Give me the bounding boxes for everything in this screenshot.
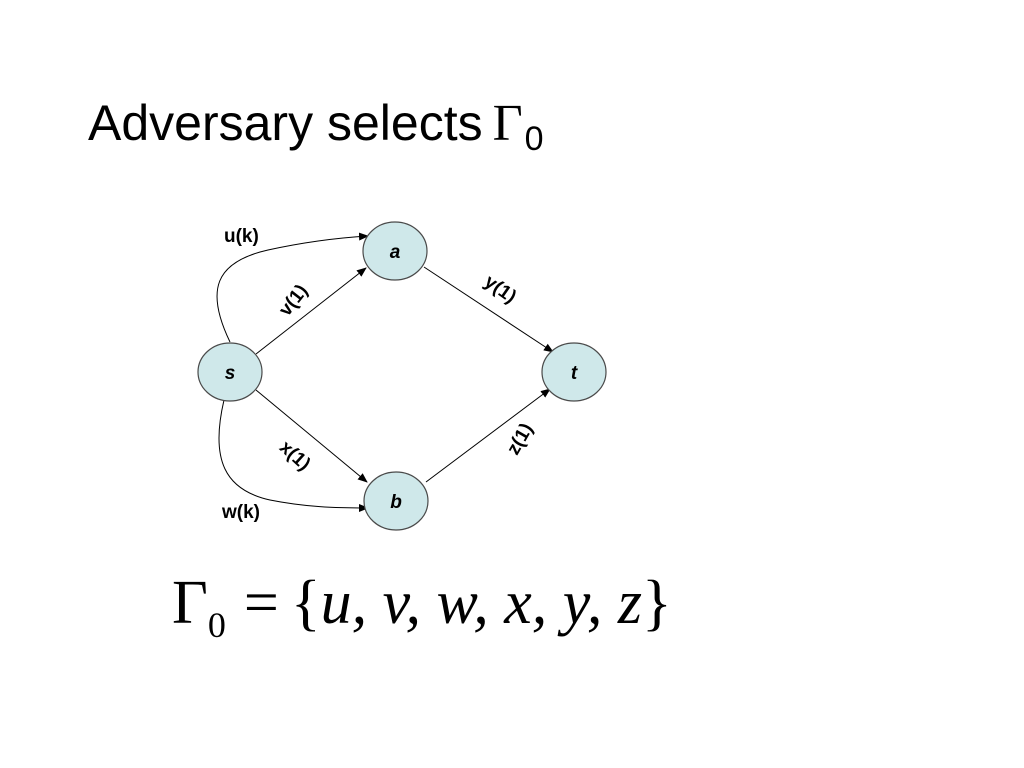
edge-u <box>216 232 369 343</box>
edge-z <box>425 388 551 483</box>
node-a-label: a <box>390 242 401 263</box>
slide-title-text: Adversary selects <box>88 95 483 151</box>
edge-label-x: x(1) <box>275 437 314 475</box>
formula-subscript: 0 <box>207 605 226 645</box>
edge-y <box>423 266 554 353</box>
gamma-set-formula: Γ0 ={u, v, w, x, y, z} <box>172 569 672 643</box>
edge-x <box>255 389 368 483</box>
node-s: s <box>197 342 263 402</box>
node-a: a <box>362 221 428 281</box>
edge-w <box>218 399 369 512</box>
node-t-label: t <box>571 363 578 384</box>
formula-set-contents: u, v, w, x, y, z <box>320 569 642 637</box>
node-t: t <box>541 342 607 402</box>
node-b-label: b <box>390 492 402 513</box>
formula-open-brace: { <box>290 569 321 637</box>
edge-label-w: w(k) <box>221 502 260 523</box>
node-b: b <box>363 471 429 531</box>
node-s-label: s <box>225 363 236 384</box>
edge-v <box>255 267 367 355</box>
title-subscript: 0 <box>524 120 544 158</box>
formula-close-brace: } <box>642 569 672 637</box>
edge-label-u: u(k) <box>224 226 259 247</box>
title-gamma-symbol: Γ <box>492 95 523 152</box>
edge-label-z: z(1) <box>503 420 538 459</box>
formula-gamma-symbol: Γ <box>172 569 208 637</box>
formula-equals: = <box>243 569 279 637</box>
edge-label-y: y(1) <box>480 271 520 308</box>
